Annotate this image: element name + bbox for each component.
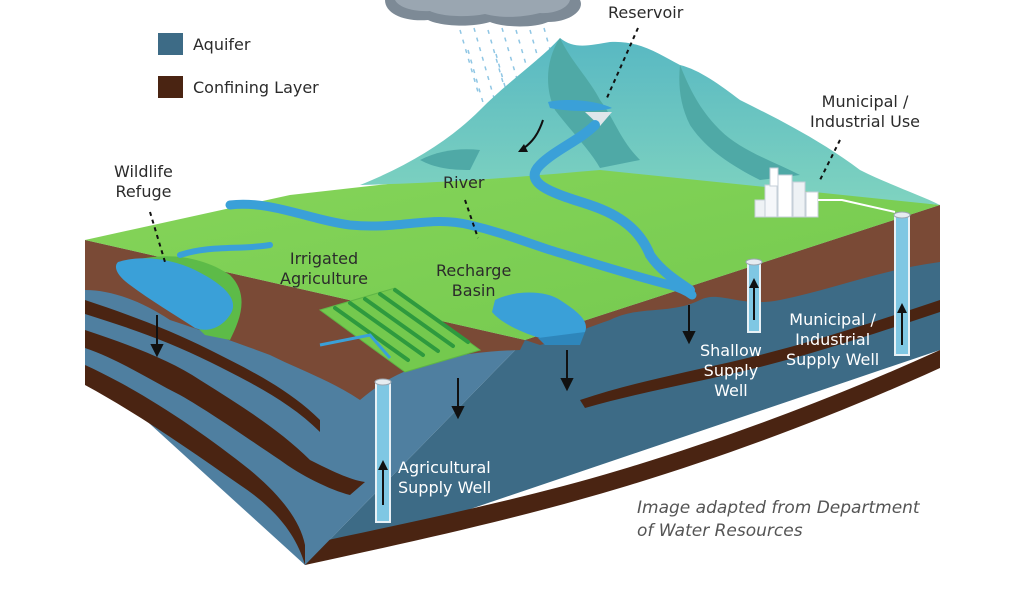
label-shallow-supply-well: Shallow Supply Well [700, 341, 762, 400]
legend-aquifer: Aquifer [158, 33, 250, 55]
recharge-arrows [150, 305, 696, 420]
legend-confining-layer: Confining Layer [158, 76, 319, 98]
legend-label-confining: Confining Layer [193, 77, 319, 97]
label-municipal-supply-well: Municipal / Industrial Supply Well [786, 310, 880, 369]
flow-arrow [518, 119, 544, 152]
legend-label-aquifer: Aquifer [193, 34, 251, 54]
block-right-face [305, 205, 940, 565]
storm-cloud [385, 0, 581, 27]
label-river: River [443, 173, 485, 192]
image-credit: Image adapted from Department of Water R… [637, 498, 920, 541]
recharge-basin [492, 292, 586, 345]
agricultural-supply-well [374, 378, 392, 523]
aquifer-swatch [158, 33, 183, 55]
shallow-supply-well [745, 258, 763, 333]
label-irrigated-agriculture: Irrigated Agriculture [280, 249, 368, 288]
irrigated-field [318, 287, 482, 373]
municipal-supply-well [893, 211, 911, 356]
label-municipal-use: Municipal / Industrial Use [810, 92, 921, 131]
label-wildlife-refuge: Wildlife Refuge [114, 162, 173, 201]
label-reservoir: Reservoir [608, 3, 684, 22]
label-recharge-basin: Recharge Basin [436, 261, 512, 300]
reservoir [548, 100, 612, 126]
wildlife-refuge-lake [115, 258, 234, 330]
city-buildings [754, 167, 896, 218]
river [177, 120, 697, 300]
leader-lines [149, 27, 841, 263]
label-agricultural-supply-well: Agricultural Supply Well [398, 458, 492, 497]
confining-swatch [158, 76, 183, 98]
